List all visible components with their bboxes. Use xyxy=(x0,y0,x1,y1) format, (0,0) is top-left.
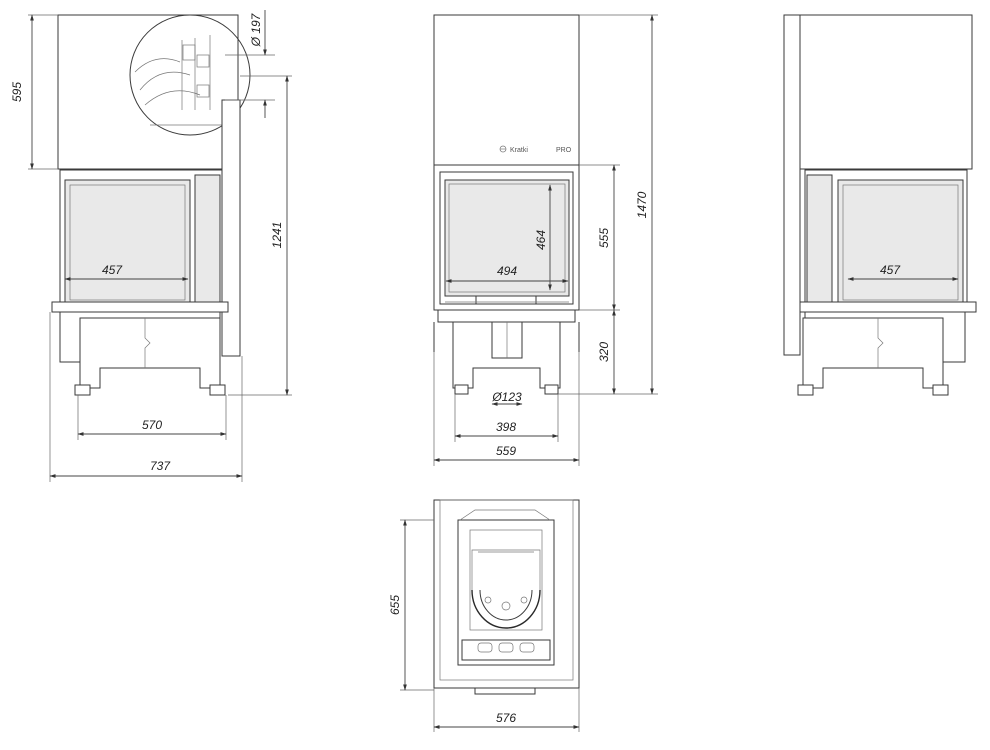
side-panel-strip xyxy=(221,99,241,357)
ash-pan xyxy=(461,639,551,661)
dim-total-depth: 737 xyxy=(150,459,171,473)
front-view: Kratki PRO xyxy=(433,14,580,395)
front-ledge xyxy=(437,309,576,323)
ledge xyxy=(51,301,229,313)
flue-detail-circle xyxy=(129,14,251,136)
dimensions-top: 655 576 xyxy=(388,519,580,732)
corner-glass xyxy=(194,174,221,306)
casing-top xyxy=(57,14,239,170)
base-legs xyxy=(79,317,221,389)
dim-overall-height: 1241 xyxy=(270,222,284,249)
foot-left xyxy=(74,384,91,396)
side-panel-strip-right xyxy=(783,14,801,356)
dimensions-front: 464 494 555 320 1470 Ø123 398 559 xyxy=(433,14,658,466)
dim-glass-height: 464 xyxy=(534,230,548,250)
corner-glass-right xyxy=(806,174,833,306)
side-view-left xyxy=(51,14,251,396)
dim-glass-width-left: 457 xyxy=(102,263,123,277)
dim-total-height: 1470 xyxy=(635,191,649,218)
dim-air-inlet: Ø123 xyxy=(491,390,522,404)
dim-glass-width-front: 494 xyxy=(497,264,517,278)
dim-flue-diameter: Ø 197 xyxy=(249,12,263,47)
dim-base-height: 320 xyxy=(597,342,611,362)
air-slider xyxy=(475,295,537,305)
top-view xyxy=(433,499,580,695)
grate-ring xyxy=(471,589,541,629)
glass-panel-right xyxy=(837,179,964,306)
casing-top-front xyxy=(433,14,580,166)
foot-right xyxy=(209,384,226,396)
side-view-right: 457 xyxy=(783,14,977,396)
kratki-logo-icon xyxy=(499,145,507,153)
dim-glass-width-right: 457 xyxy=(880,263,901,277)
dim-base-width-left: 570 xyxy=(142,418,162,432)
dim-base-width-front: 398 xyxy=(496,420,516,434)
dim-height-top: 595 xyxy=(10,82,24,102)
dim-top-width: 576 xyxy=(496,711,516,725)
dim-top-depth: 655 xyxy=(388,595,402,615)
casing-top-right xyxy=(799,14,973,170)
glass-panel xyxy=(64,179,191,306)
dimensions-side-left: 595 Ø 197 1241 457 570 737 xyxy=(10,10,292,482)
dim-door-height: 555 xyxy=(597,228,611,248)
dim-total-width: 559 xyxy=(496,444,516,458)
brand-name: Kratki xyxy=(510,147,528,154)
brand-model: PRO xyxy=(556,147,572,154)
